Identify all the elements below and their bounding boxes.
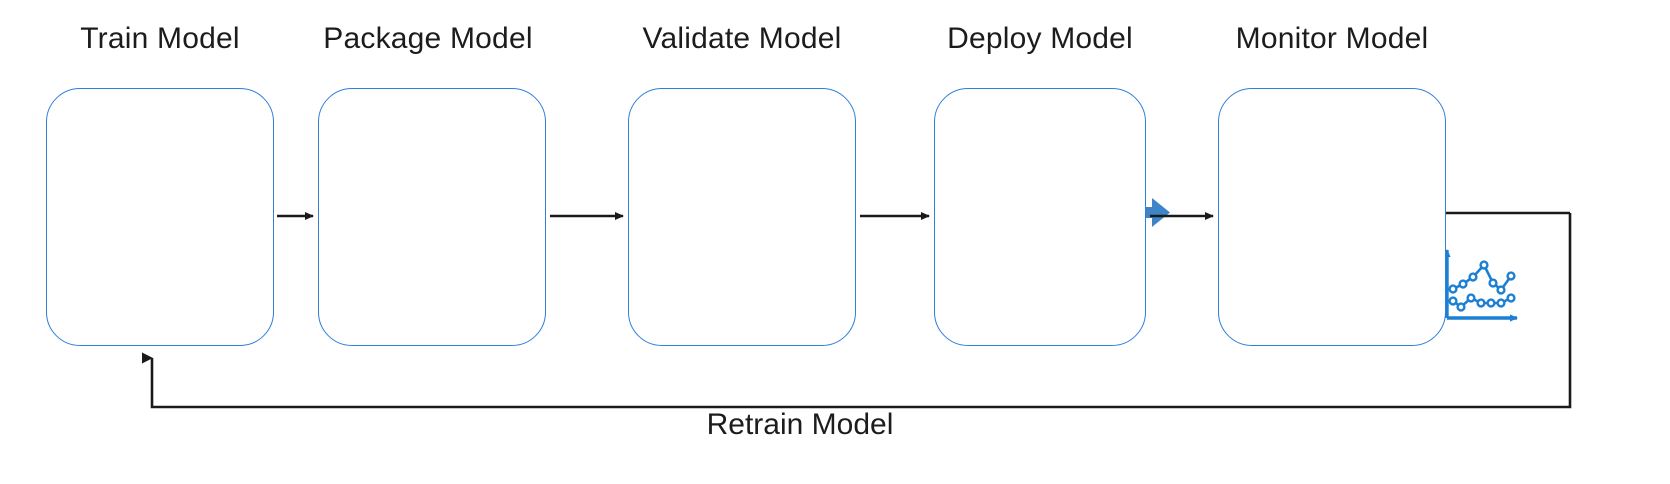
step-title-deploy: Deploy Model [947, 22, 1133, 55]
card-package-model[interactable] [318, 88, 546, 346]
step-title-package: Package Model [323, 22, 533, 55]
right-arrow-icon [1125, 198, 1170, 227]
card-validate-model[interactable] [628, 88, 856, 346]
card-deploy-model[interactable] [934, 88, 1146, 346]
retrain-feedback-connector [142, 211, 1572, 409]
card-train-model[interactable] [46, 88, 274, 346]
step-title-validate: Validate Model [642, 22, 842, 55]
retrain-model-label: Retrain Model [706, 408, 894, 441]
line-chart-icon [1443, 249, 1518, 322]
card-monitor-model[interactable] [1218, 88, 1446, 346]
step-title-monitor: Monitor Model [1235, 22, 1429, 55]
step-title-train: Train Model [80, 22, 240, 55]
